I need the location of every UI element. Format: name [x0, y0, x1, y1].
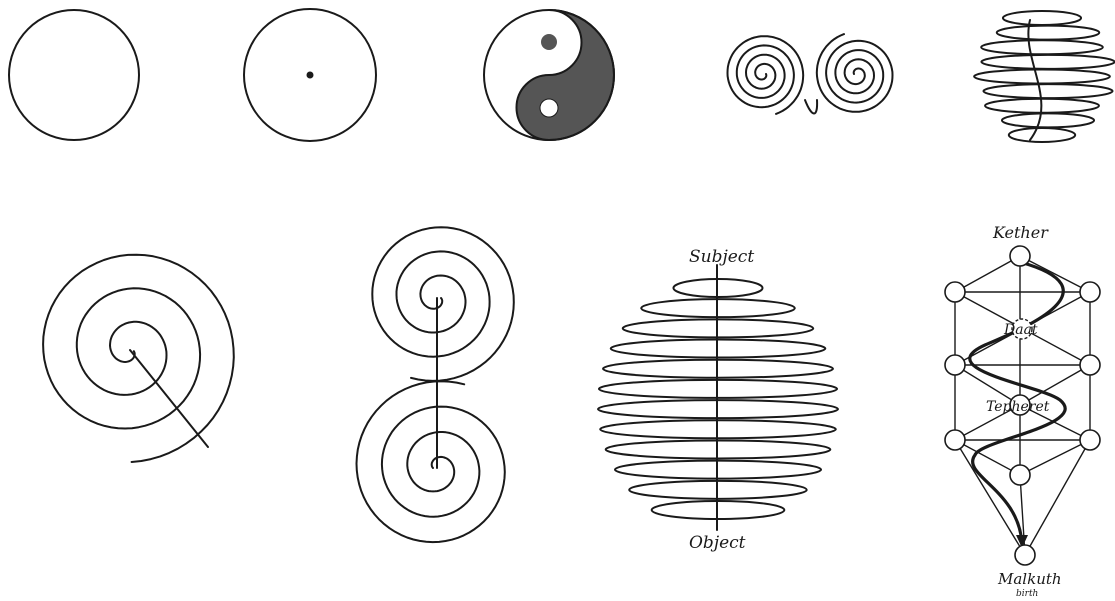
helix-coil [997, 26, 1099, 40]
tepheret-label: Tepheret [986, 399, 1050, 415]
object-label: Object [689, 533, 746, 553]
malkuth-label: Malkuth [997, 570, 1062, 588]
daat-label: Daat [1003, 322, 1038, 338]
helix-coil [983, 84, 1112, 98]
s-double-spiral [357, 227, 514, 542]
helix-coil [1003, 11, 1081, 25]
sephira-chokmah [1080, 282, 1100, 302]
coiled-helix [974, 11, 1114, 142]
birth-label: birth [1016, 589, 1038, 599]
yin-dot [541, 34, 557, 50]
tree-of-life: Kether Daat Tepheret Malkuth birth [945, 223, 1100, 599]
sephira-chesed [1080, 355, 1100, 375]
right-spiral [817, 34, 893, 112]
helix-thread [1028, 20, 1041, 140]
helix-coil [974, 70, 1110, 84]
yang-dot [540, 99, 558, 117]
left-spiral [728, 36, 804, 114]
subject-label: Subject [689, 247, 754, 267]
sephira-kether [1010, 246, 1030, 266]
plain-circle [9, 10, 139, 140]
open-spiral [43, 255, 234, 462]
helix-coil [981, 40, 1103, 54]
double-spiral [728, 34, 893, 114]
center-point [307, 72, 314, 79]
helix-coil [1002, 113, 1094, 127]
sephira-geburah [945, 355, 965, 375]
helix-coil [1009, 128, 1075, 142]
spiral-radius-line [130, 350, 208, 447]
sephira-yesod [1010, 465, 1030, 485]
kether-label: Kether [992, 223, 1049, 242]
sephira-netzach [1080, 430, 1100, 450]
yin-yang-symbol [484, 10, 614, 140]
sephira-hod [945, 430, 965, 450]
helix-coil [981, 55, 1114, 69]
sephira-malkuth [1015, 545, 1035, 565]
circle-with-point [244, 9, 376, 141]
spiral-connector [805, 100, 817, 114]
spherical-helix: Subject Object [598, 247, 838, 553]
sephira-binah [945, 282, 965, 302]
